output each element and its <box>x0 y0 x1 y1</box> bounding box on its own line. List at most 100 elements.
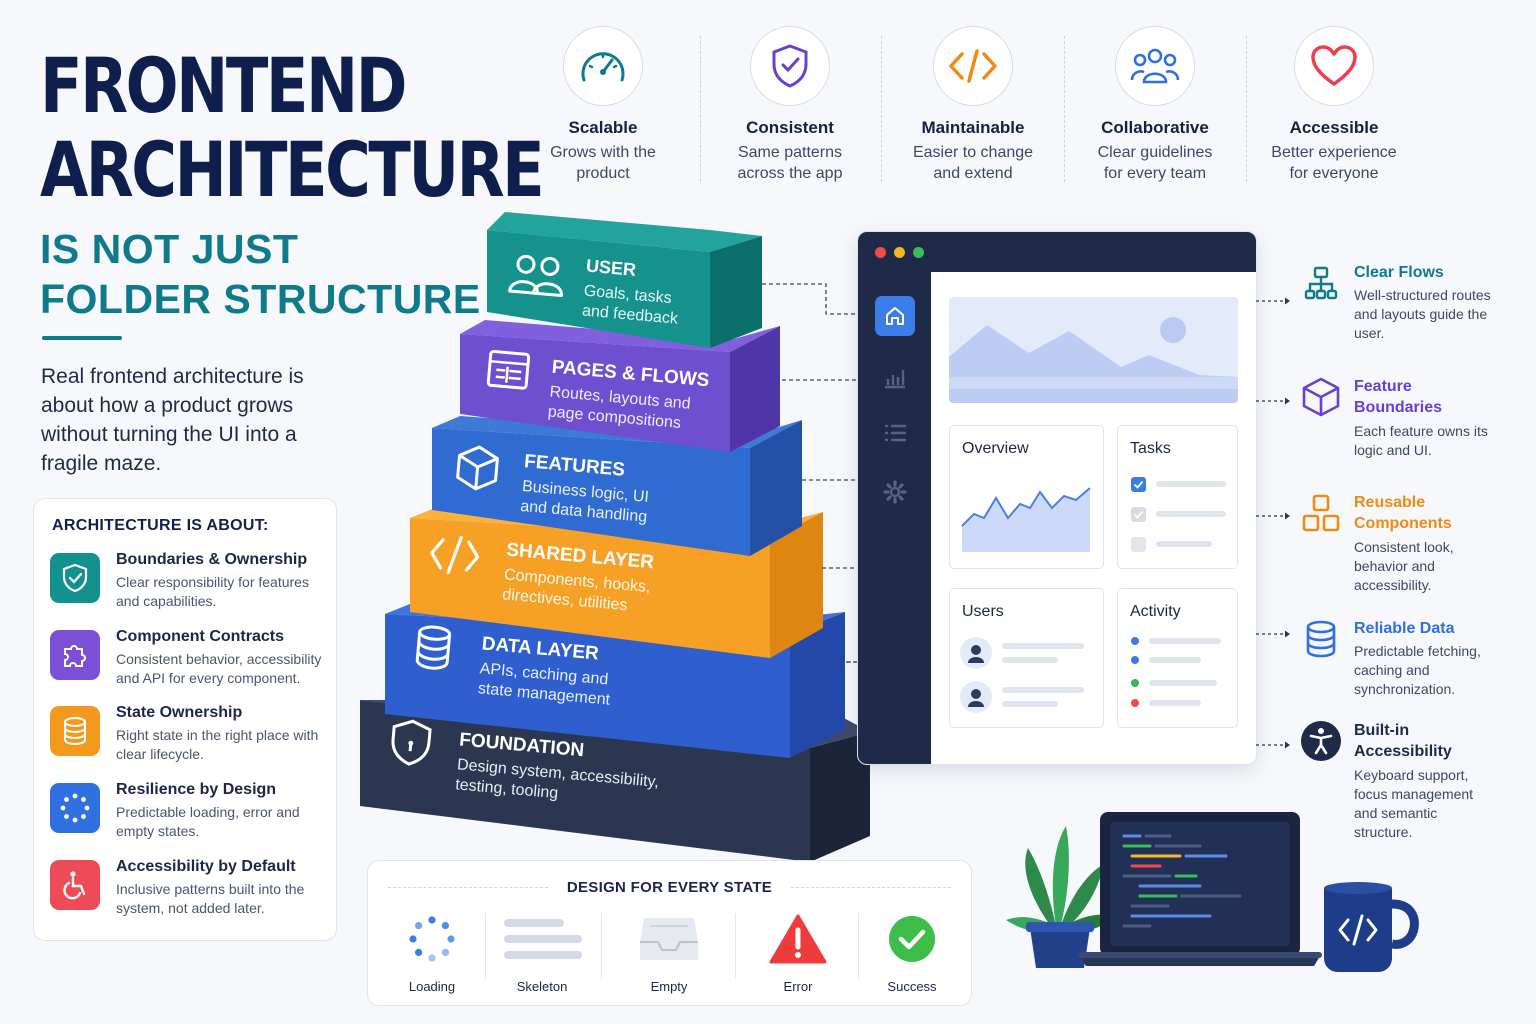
principle-separator <box>1246 36 1247 182</box>
title-line-1: FRONTEND <box>40 41 407 130</box>
state-loading: Loading <box>382 911 482 994</box>
activity-text-placeholder <box>1149 638 1221 644</box>
cube-icon <box>1300 376 1342 418</box>
home-icon[interactable] <box>875 296 915 336</box>
list-icon[interactable] <box>875 413 915 453</box>
state-success: Success <box>862 911 962 994</box>
avatar <box>960 637 992 669</box>
app-browser-mockup: Overview Tasks Users Activity <box>857 231 1257 765</box>
connector-arrow <box>1256 741 1290 749</box>
state-separator <box>858 913 859 979</box>
intro-text: Real frontend architecture is about how … <box>41 365 304 475</box>
accessibility-icon <box>1300 720 1342 762</box>
minimize-dot <box>894 247 905 258</box>
state-empty: Empty <box>619 911 719 994</box>
activity-text-placeholder <box>1149 700 1201 706</box>
principle-separator <box>700 36 701 182</box>
architecture-about-card: ARCHITECTURE IS ABOUT: Boundaries & Owne… <box>33 498 337 941</box>
title-line-2: ARCHITECTURE <box>40 125 545 214</box>
components-icon <box>1300 492 1342 534</box>
about-item-desc: Right state in the right place with clea… <box>116 727 319 762</box>
about-item-contracts: Component Contracts Consistent behavior,… <box>50 628 336 698</box>
activity-dot <box>1131 699 1139 707</box>
user-text-placeholder <box>1002 657 1058 663</box>
feature-built-in-accessibility: Built-in Accessibility Keyboard support,… <box>1300 720 1500 840</box>
state-label: Error <box>783 979 813 994</box>
chart-icon[interactable] <box>875 358 915 398</box>
wheelchair-icon <box>50 860 100 910</box>
card-title: Tasks <box>1130 440 1171 457</box>
task-checkbox-checked[interactable] <box>1131 477 1146 492</box>
principle-desc-line: Clear guidelines <box>1097 144 1213 161</box>
about-item-title: Boundaries & Ownership <box>116 551 308 568</box>
laptop-illustration <box>1078 812 1322 966</box>
principle-separator <box>881 36 882 182</box>
users-icon <box>508 254 563 298</box>
database-icon <box>1300 618 1342 660</box>
principle-title: Accessible <box>1289 118 1379 137</box>
states-heading: DESIGN FOR EVERY STATE <box>566 879 773 896</box>
principle-desc-line: for every team <box>1103 165 1207 182</box>
about-item-boundaries: Boundaries & Ownership Clear responsibil… <box>50 551 336 621</box>
principle-desc-line: for everyone <box>1289 165 1379 182</box>
overview-sparkline <box>961 487 1091 552</box>
team-icon <box>1115 26 1195 106</box>
settings-icon[interactable] <box>875 472 915 512</box>
principle-title: Maintainable <box>921 118 1025 137</box>
layer-user: USER Goals, tasks and feedback <box>487 212 762 348</box>
architecture-layer-stack: FOUNDATION Design system, accessibility,… <box>360 212 870 862</box>
about-item-resilience: Resilience by Design Predictable loading… <box>50 781 336 851</box>
task-checkbox-unchecked[interactable] <box>1131 537 1146 552</box>
card-title: Overview <box>962 440 1029 457</box>
connector-arrow <box>1256 297 1290 305</box>
feature-desc: Each feature owns its logic and UI. <box>1354 423 1488 458</box>
principle-title: Consistent <box>746 118 834 137</box>
about-item-desc: Clear responsibility for features and ca… <box>116 574 309 609</box>
state-label: Loading <box>408 979 456 994</box>
tasks-card: Tasks <box>1117 425 1238 569</box>
feature-desc: Keyboard support, focus management and s… <box>1354 767 1474 840</box>
puzzle-icon <box>50 630 100 680</box>
principle-desc-line: Same patterns <box>737 144 843 161</box>
activity-text-placeholder <box>1149 680 1217 686</box>
page-title: FRONTEND ARCHITECTURE <box>40 41 545 214</box>
connector-arrow <box>1256 397 1290 405</box>
principle-title: Collaborative <box>1101 118 1209 137</box>
state-separator <box>735 913 736 979</box>
task-text-placeholder <box>1156 541 1212 547</box>
layout-icon <box>486 349 531 390</box>
state-label: Empty <box>650 979 688 994</box>
code-icon <box>430 535 480 575</box>
task-checkbox-checked[interactable] <box>1131 507 1146 522</box>
skeleton-icon <box>492 911 592 967</box>
state-label: Success <box>887 979 937 994</box>
about-item-state: State Ownership Right state in the right… <box>50 704 336 774</box>
shield-check-icon <box>50 553 100 603</box>
spinner-icon <box>382 911 482 967</box>
overview-card: Overview <box>949 425 1104 569</box>
card-title: Users <box>962 603 1004 620</box>
about-item-title: Resilience by Design <box>116 781 277 798</box>
maximize-dot <box>913 247 924 258</box>
user-text-placeholder <box>1002 643 1084 649</box>
connector-arrow <box>1256 512 1290 520</box>
hero-image-placeholder <box>949 297 1238 403</box>
principle-desc-line: product <box>576 165 630 182</box>
feature-title: Built-in Accessibility <box>1354 722 1452 760</box>
subtitle-line-1: IS NOT JUST <box>40 226 299 272</box>
state-skeleton: Skeleton <box>492 911 592 994</box>
feature-title: Clear Flows <box>1354 264 1444 281</box>
mug-illustration <box>1324 882 1419 972</box>
feature-reusable-components: Reusable Components Consistent look, beh… <box>1300 492 1500 602</box>
principle-title: Scalable <box>568 118 638 137</box>
user-text-placeholder <box>1002 701 1058 707</box>
feature-desc: Predictable fetching, caching and synchr… <box>1354 643 1481 697</box>
empty-tray-icon <box>619 911 719 967</box>
about-item-title: Accessibility by Default <box>116 858 296 875</box>
subtitle-line-2: FOLDER STRUCTURE <box>40 276 481 322</box>
